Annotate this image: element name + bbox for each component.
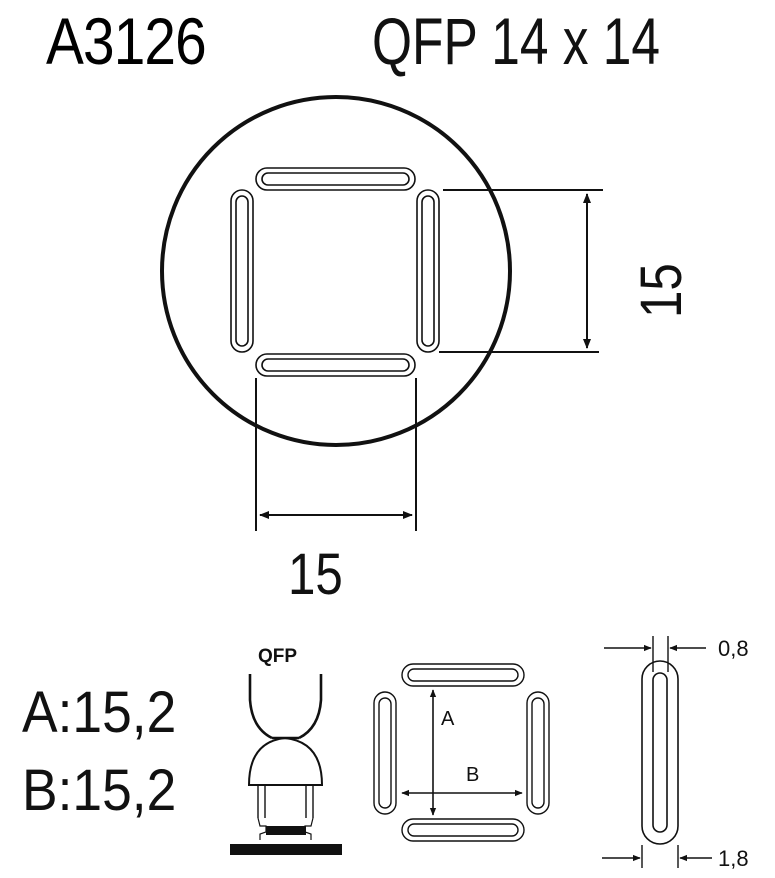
spec-a-value: A:15,2 bbox=[22, 680, 177, 745]
slot-bottom bbox=[255, 353, 416, 377]
part-number-title: A3126 bbox=[46, 4, 207, 78]
dimension-b-label: B bbox=[466, 764, 480, 786]
spec-b-value: B:15,2 bbox=[22, 758, 177, 823]
slot-top bbox=[255, 167, 416, 191]
package-title: QFP 14 x 14 bbox=[372, 4, 661, 78]
dimension-a-label: A bbox=[441, 708, 455, 730]
vertical-dimension bbox=[439, 189, 603, 353]
slot-left bbox=[230, 189, 254, 353]
nozzle-type-label: QFP bbox=[258, 646, 298, 667]
slot-detail-diagram bbox=[602, 636, 712, 868]
horizontal-dimension-label: 15 bbox=[288, 542, 343, 607]
horizontal-dimension bbox=[255, 378, 417, 531]
slot-inner-width-label: 0,8 bbox=[718, 636, 749, 661]
slot-right bbox=[416, 189, 440, 353]
vertical-dimension-label: 15 bbox=[629, 263, 694, 318]
slot-outer-width-label: 1,8 bbox=[718, 846, 749, 871]
nozzle-side-illustration bbox=[230, 674, 342, 855]
nozzle-top-view bbox=[160, 95, 512, 447]
ab-slot-diagram bbox=[373, 663, 550, 842]
